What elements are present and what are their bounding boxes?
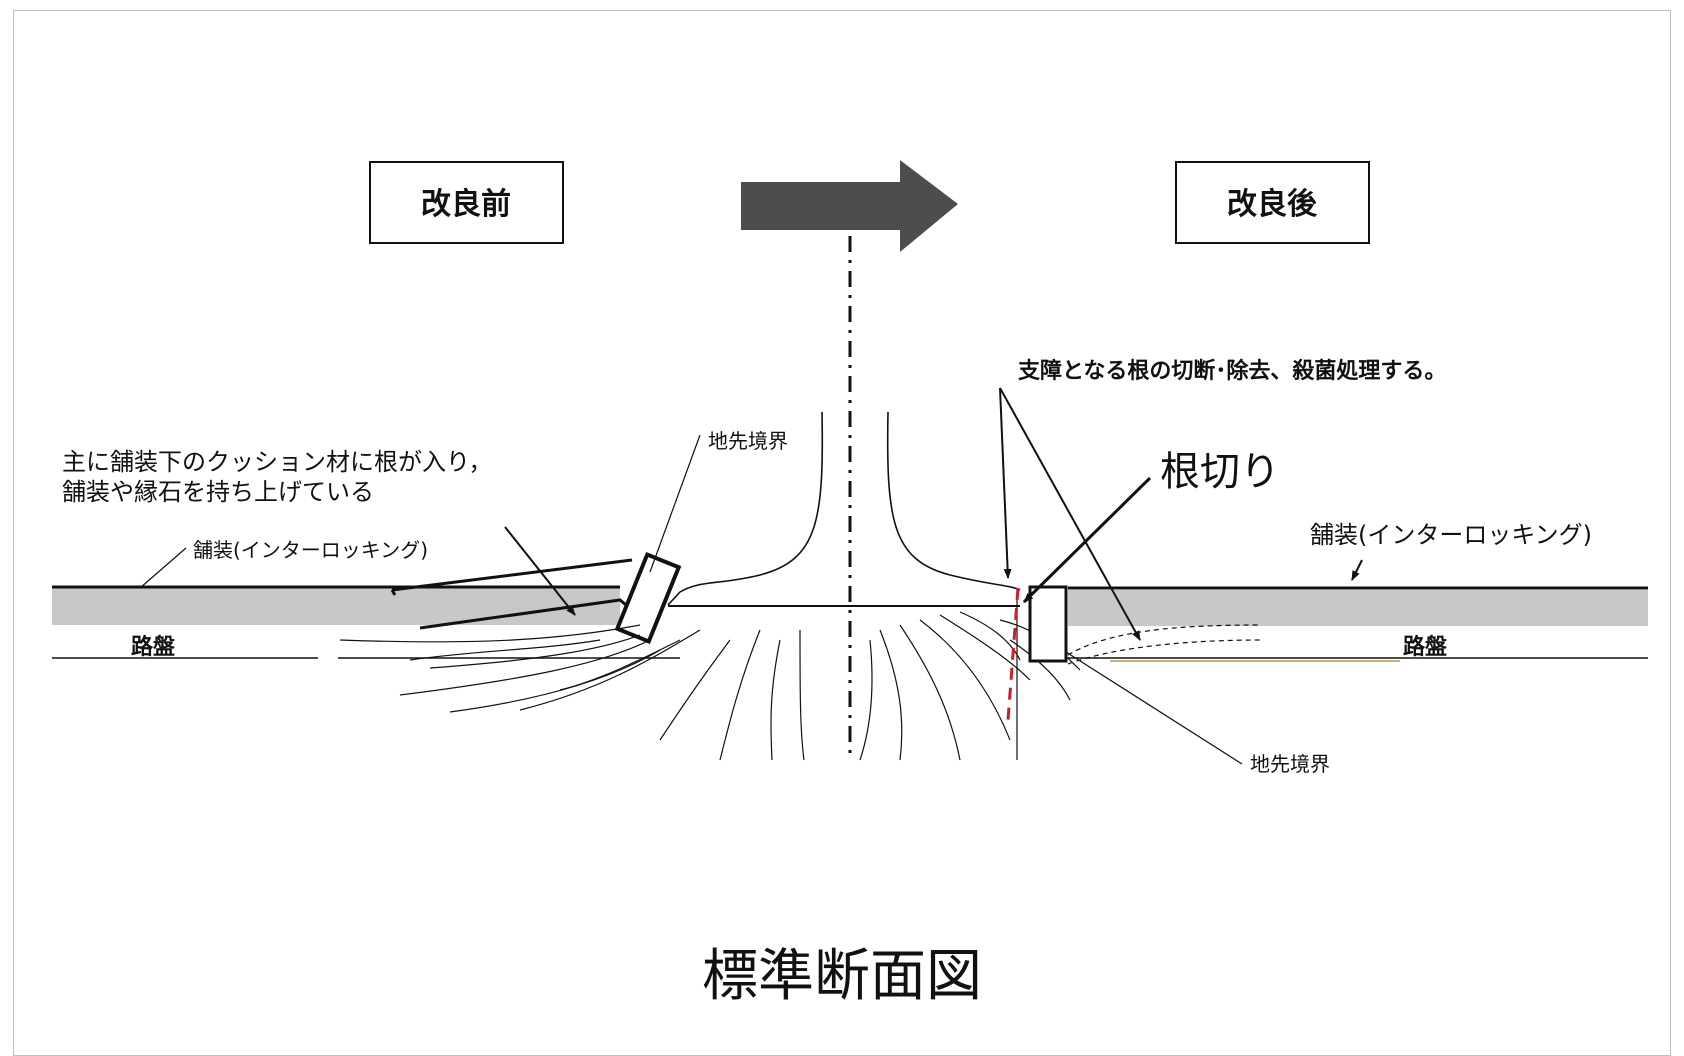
left-roots xyxy=(339,624,805,761)
after-label-box: 改良後 xyxy=(1175,161,1370,244)
left-note-line2: 舗装や縁石を持ち上げている xyxy=(62,478,374,506)
right-boundary-label: 地先境界 xyxy=(1250,752,1330,776)
left-paving-leader xyxy=(139,547,187,589)
right-roots xyxy=(859,611,1081,761)
root-cut-label: 根切り xyxy=(1160,449,1280,495)
before-label: 改良前 xyxy=(421,187,511,222)
left-base-label: 路盤 xyxy=(131,634,176,660)
right-curb-stone xyxy=(1028,585,1068,663)
right-note: 支障となる根の切断･除去、殺菌処理する。 xyxy=(1018,358,1446,384)
left-boundary-leader xyxy=(649,434,701,573)
right-boundary-leader xyxy=(1065,651,1243,765)
diagram-title: 標準断面図 xyxy=(702,944,982,1009)
right-paving-band xyxy=(1068,590,1648,626)
left-note-leader xyxy=(504,526,576,616)
trunk-outline xyxy=(667,411,1021,606)
left-paving-label: 舗装(インターロッキング) xyxy=(193,538,428,562)
root-cut-leader xyxy=(1022,476,1152,604)
right-note-leader-2 xyxy=(999,387,1141,641)
left-note-line1: 主に舗装下のクッション材に根が入り， xyxy=(62,448,492,476)
left-boundary-label: 地先境界 xyxy=(708,429,788,453)
after-label: 改良後 xyxy=(1227,187,1318,222)
right-note-leader-1 xyxy=(999,387,1012,579)
right-paving-label: 舗装(インターロッキング) xyxy=(1310,521,1592,549)
left-paving-band xyxy=(52,587,620,625)
before-label-box: 改良前 xyxy=(369,161,564,244)
right-paving-leader xyxy=(1351,559,1363,581)
left-curb-stone xyxy=(614,551,682,645)
transition-arrow xyxy=(741,160,958,252)
root-cut-line xyxy=(1006,587,1020,721)
right-base-label: 路盤 xyxy=(1403,634,1448,660)
